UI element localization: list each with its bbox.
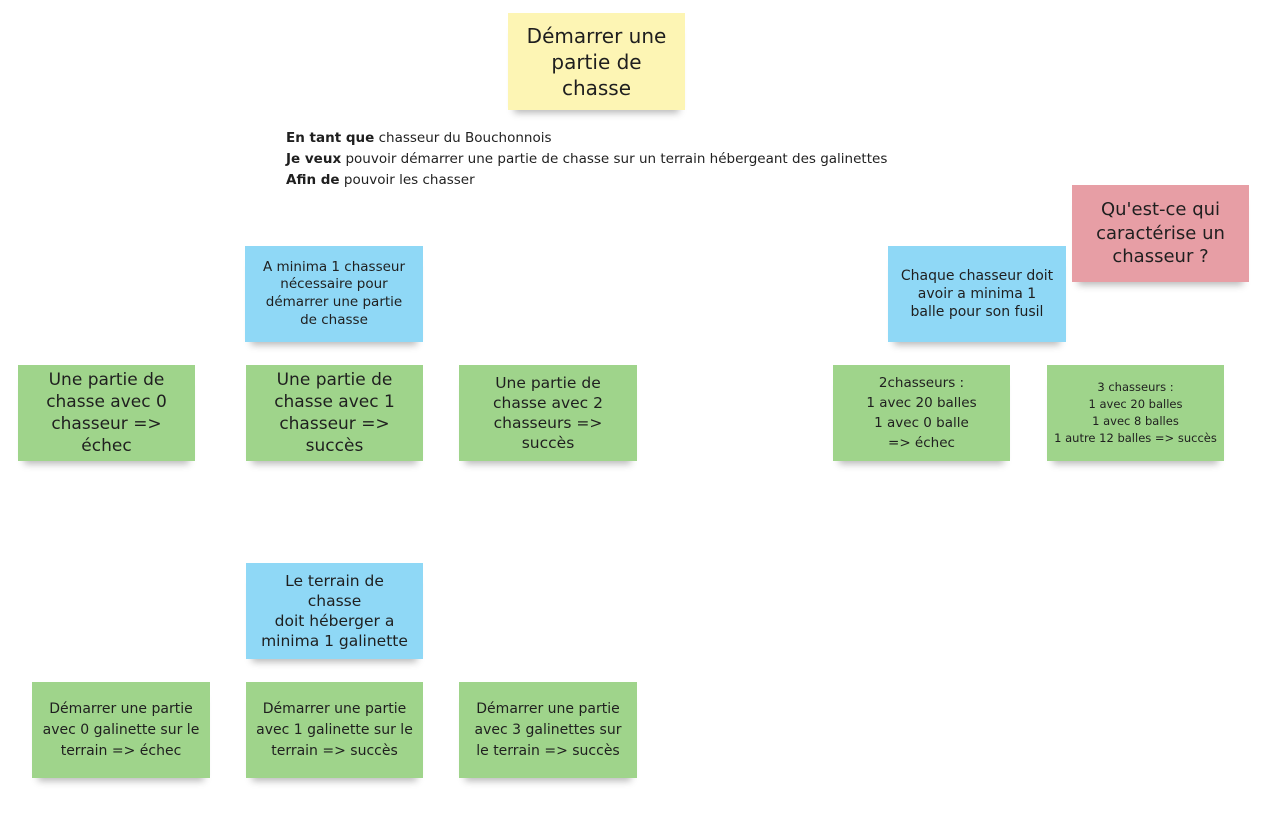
example-sticky-text: Démarrer une partie avec 0 galinette sur… [42,700,200,759]
title-sticky-text: Démarrer une partie de chasse [526,23,667,100]
rule-sticky-text: Le terrain de chasse doit héberger a min… [261,571,408,651]
example-sticky-galinette-3[interactable]: Démarrer une partie avec 3 galinettes su… [459,682,637,778]
rule-sticky-terrain[interactable]: Le terrain de chasse doit héberger a min… [246,563,423,659]
example-sticky-ammo-3[interactable]: 3 chasseurs : 1 avec 20 balles 1 avec 8 … [1047,365,1224,461]
example-sticky-text: 3 chasseurs : 1 avec 20 balles 1 avec 8 … [1054,379,1217,446]
example-sticky-galinette-1[interactable]: Démarrer une partie avec 1 galinette sur… [246,682,423,778]
user-story-text: pouvoir les chasser [339,172,475,188]
rule-sticky-text: Chaque chasseur doit avoir a minima 1 ba… [900,267,1054,321]
example-sticky-text: 2chasseurs : 1 avec 20 balles 1 avec 0 b… [866,374,977,452]
example-sticky-text: Démarrer une partie avec 1 galinette sur… [256,700,413,759]
example-sticky-text: Une partie de chasse avec 1 chasseur => … [274,369,395,457]
user-story-text: pouvoir démarrer une partie de chasse su… [341,151,888,167]
user-story-line-role: En tant que chasseur du Bouchonnois [286,128,887,149]
rule-sticky-min-hunter[interactable]: A minima 1 chasseur nécessaire pour déma… [245,246,423,342]
rule-sticky-ammo[interactable]: Chaque chasseur doit avoir a minima 1 ba… [888,246,1066,342]
user-story-keyword: Afin de [286,172,340,188]
user-story-text: chasseur du Bouchonnois [374,130,552,146]
title-sticky-note[interactable]: Démarrer une partie de chasse [508,13,685,110]
example-sticky-ammo-2[interactable]: 2chasseurs : 1 avec 20 balles 1 avec 0 b… [833,365,1010,461]
example-sticky-text: Une partie de chasse avec 0 chasseur => … [46,369,167,457]
user-story-line-want: Je veux pouvoir démarrer une partie de c… [286,149,887,170]
user-story-line-goal: Afin de pouvoir les chasser [286,170,887,191]
user-story: En tant que chasseur du Bouchonnois Je v… [286,128,887,191]
question-sticky-note[interactable]: Qu'est-ce qui caractérise un chasseur ? [1072,185,1249,282]
example-sticky-galinette-0[interactable]: Démarrer une partie avec 0 galinette sur… [32,682,210,778]
example-sticky-hunters-1[interactable]: Une partie de chasse avec 1 chasseur => … [246,365,423,461]
user-story-keyword: Je veux [286,151,342,167]
example-sticky-text: Une partie de chasse avec 2 chasseurs =>… [493,373,603,453]
user-story-keyword: En tant que [286,130,375,146]
question-sticky-text: Qu'est-ce qui caractérise un chasseur ? [1096,199,1225,268]
example-sticky-hunters-2[interactable]: Une partie de chasse avec 2 chasseurs =>… [459,365,637,461]
example-sticky-text: Démarrer une partie avec 3 galinettes su… [474,700,622,759]
rule-sticky-text: A minima 1 chasseur nécessaire pour déma… [262,258,406,328]
example-sticky-hunters-0[interactable]: Une partie de chasse avec 0 chasseur => … [18,365,195,461]
